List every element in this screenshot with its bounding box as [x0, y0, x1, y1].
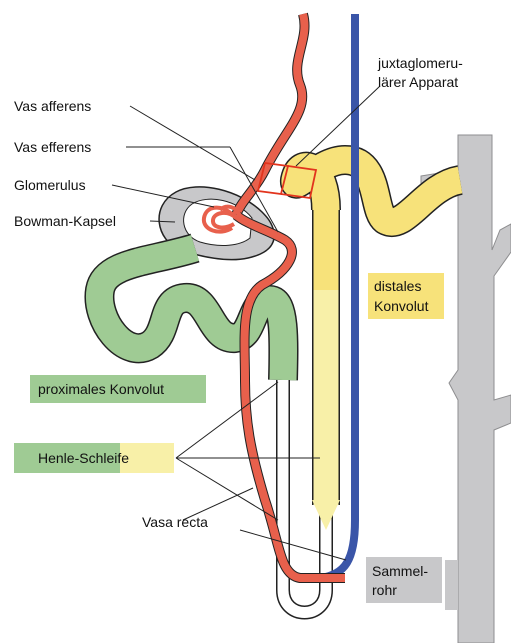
sammelrohr-label-line2: rohr [372, 582, 397, 598]
juxtaglomerular-label-line2: lärer Apparat [378, 74, 458, 90]
henle-label: Henle-Schleife [38, 450, 129, 466]
juxtaglomerular-label-line1: juxtaglomeru- [377, 55, 463, 71]
proximales-label: proximales Konvolut [38, 381, 164, 397]
glomerulus-label: Glomerulus [14, 177, 86, 193]
bowman-kapsel-label: Bowman-Kapsel [14, 213, 116, 229]
distales-label-line2: Konvolut [374, 298, 429, 314]
vasa-recta-label: Vasa recta [142, 514, 208, 530]
vas-efferens-label: Vas efferens [14, 139, 91, 155]
distales-label-line1: distales [374, 278, 421, 294]
vas-afferens-label: Vas afferens [14, 98, 91, 114]
sammelrohr-label-line1: Sammel- [372, 563, 428, 579]
